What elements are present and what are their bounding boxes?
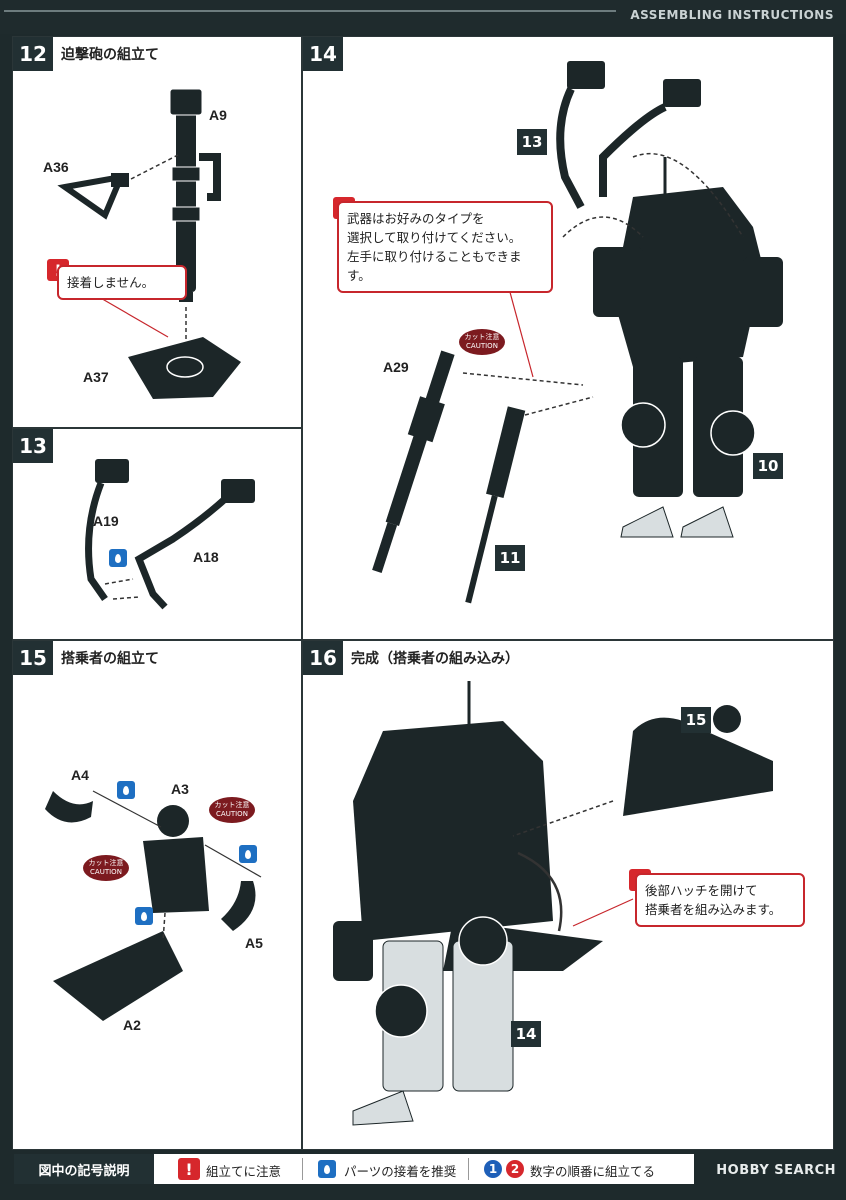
caution-badge: カット注意 CAUTION [209,797,255,823]
step-14-panel: 14 13 10 11 A29 [302,36,834,640]
glue-icon [109,549,127,567]
header-bar: ASSEMBLING INSTRUCTIONS [0,0,846,34]
ref-step-15: 15 [681,707,711,733]
legend-item-caution: 組立てに注意 [206,1164,282,1179]
legend-divider [468,1158,469,1180]
header-rule [4,10,616,12]
part-label-a18: A18 [193,549,219,565]
step-13-panel: 13 A19 A18 [12,428,302,640]
step-title: 迫撃砲の組立て [61,47,159,63]
note-text: 接着しません。 [67,275,155,290]
caution-en: CAUTION [90,868,122,876]
note-line-2: 選択して取り付けてください。 [347,230,522,245]
part-label-a9: A9 [209,107,227,123]
number-1-icon: 1 [484,1160,502,1178]
part-label-a5: A5 [245,935,263,951]
step-number: 13 [13,429,53,463]
step-12-panel: 12 迫撃砲の組立て A9 A36 A37 ! 接着しません。 [12,36,302,428]
note-weapon-choice: 武器はお好みのタイプを 選択して取り付けてください。 左手に取り付けることもでき… [337,201,553,293]
note-line-1: 後部ハッチを開けて [645,883,758,898]
step-number: 12 [13,37,53,71]
ref-step-14: 14 [511,1021,541,1047]
caution-badge: カット注意 CAUTION [459,329,505,355]
note-no-glue: 接着しません。 [57,265,187,300]
caution-jp: カット注意 [88,859,124,867]
step-16-panel: 16 完成（搭乗者の組み込み） 15 14 ! 後部ハッチを開けて 搭乗者を組み… [302,640,834,1150]
note-line-1: 武器はお好みのタイプを [347,211,485,226]
watermark: HOBBY SEARCH [716,1163,836,1178]
pilot-illustration [45,790,262,1021]
part-label-a4: A4 [71,767,89,783]
step-title: 完成（搭乗者の組み込み） [351,651,519,667]
legend-bar: 図中の記号説明 ! 組立てに注意 パーツの接着を推奨 1 2 数字の順番に組立て… [14,1154,694,1184]
part-label-a2: A2 [123,1017,141,1033]
legend-item-order: 数字の順番に組立てる [530,1164,656,1179]
step-15-panel: 15 搭乗者の組立て A4 A3 A5 A2 カット注意 CAUTION カット… [12,640,302,1150]
part-label-a3: A3 [171,781,189,797]
caution-jp: カット注意 [464,333,500,341]
mech-weapon-illustration [372,61,783,604]
part-label-a19: A19 [93,513,119,529]
step-number: 15 [13,641,53,675]
caution-jp: カット注意 [214,801,250,809]
glue-icon [135,907,153,925]
note-line-3: 左手に取り付けることもできます。 [347,249,522,283]
caution-en: CAUTION [216,810,248,818]
part-label-a37: A37 [83,369,109,385]
note-line-2: 搭乗者を組み込みます。 [645,902,782,917]
legend-divider [302,1158,303,1180]
page-title: ASSEMBLING INSTRUCTIONS [630,8,834,22]
glue-icon [117,781,135,799]
step-number: 14 [303,37,343,71]
ref-step-10: 10 [753,453,783,479]
warning-icon: ! [178,1158,200,1180]
step-number: 16 [303,641,343,675]
ref-step-11: 11 [495,545,525,571]
ref-step-13: 13 [517,129,547,155]
note-open-hatch: 後部ハッチを開けて 搭乗者を組み込みます。 [635,873,805,927]
arms-illustration [85,459,255,610]
legend-item-glue: パーツの接着を推奨 [344,1164,457,1179]
caution-en: CAUTION [466,342,498,350]
part-label-a36: A36 [43,159,69,175]
part-label-a29: A29 [383,359,409,375]
mortar-illustration [57,88,241,399]
glue-icon [318,1160,336,1178]
number-2-icon: 2 [506,1160,524,1178]
step-title: 搭乗者の組立て [61,651,159,667]
completed-mech-illustration [333,681,773,1126]
caution-badge: カット注意 CAUTION [83,855,129,881]
legend-title: 図中の記号説明 [14,1154,154,1184]
glue-icon [239,845,257,863]
